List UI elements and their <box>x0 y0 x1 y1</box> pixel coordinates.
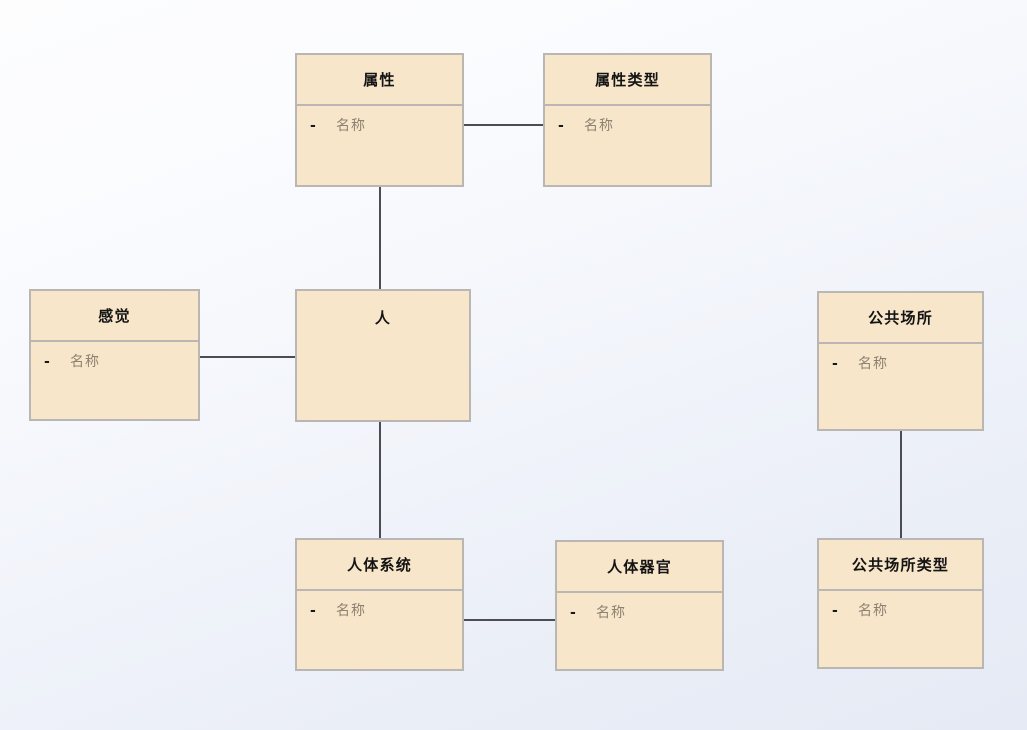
class-box-attribute[interactable]: 属性 - 名称 <box>295 53 464 187</box>
attribute-row: - 名称 <box>31 354 198 372</box>
attribute-list: - 名称 <box>31 342 198 372</box>
attribute-row: - 名称 <box>545 118 710 136</box>
attribute-name: 名称 <box>596 605 626 621</box>
visibility-marker: - <box>44 354 50 370</box>
attribute-name: 名称 <box>584 118 614 134</box>
class-title: 人 <box>374 309 392 327</box>
class-title: 感觉 <box>31 291 198 342</box>
class-title: 公共场所 <box>819 293 982 344</box>
association-attribute-to-person[interactable] <box>379 186 381 290</box>
attribute-row: - 名称 <box>297 603 462 621</box>
attribute-list: - 名称 <box>557 593 722 623</box>
attribute-list: - 名称 <box>819 344 982 374</box>
visibility-marker: - <box>310 603 316 619</box>
visibility-marker: - <box>832 356 838 372</box>
association-person-to-bodysystem[interactable] <box>379 421 381 539</box>
association-bodysystem-to-bodyorgan[interactable] <box>463 619 556 621</box>
class-box-public-place[interactable]: 公共场所 - 名称 <box>817 291 984 431</box>
class-box-sense[interactable]: 感觉 - 名称 <box>29 289 200 421</box>
attribute-list: - 名称 <box>297 106 462 136</box>
attribute-row: - 名称 <box>819 603 982 621</box>
class-box-attribute-type[interactable]: 属性类型 - 名称 <box>543 53 712 187</box>
class-title: 属性类型 <box>545 55 710 106</box>
attribute-name: 名称 <box>858 356 888 372</box>
attribute-row: - 名称 <box>819 356 982 374</box>
visibility-marker: - <box>558 118 564 134</box>
class-title: 属性 <box>297 55 462 106</box>
class-title: 公共场所类型 <box>819 540 982 591</box>
class-box-body-organ[interactable]: 人体器官 - 名称 <box>555 540 724 671</box>
visibility-marker: - <box>832 603 838 619</box>
attribute-name: 名称 <box>858 603 888 619</box>
class-box-public-place-type[interactable]: 公共场所类型 - 名称 <box>817 538 984 669</box>
attribute-name: 名称 <box>70 354 100 370</box>
association-sense-to-person[interactable] <box>199 356 296 358</box>
class-box-body-system[interactable]: 人体系统 - 名称 <box>295 538 464 671</box>
attribute-row: - 名称 <box>297 118 462 136</box>
association-attribute-to-attributetype[interactable] <box>463 124 544 126</box>
visibility-marker: - <box>310 118 316 134</box>
attribute-row: - 名称 <box>557 605 722 623</box>
attribute-name: 名称 <box>336 118 366 134</box>
association-publicplace-to-publicplacetype[interactable] <box>900 430 902 539</box>
class-title: 人体器官 <box>557 542 722 593</box>
attribute-list: - 名称 <box>297 591 462 621</box>
attribute-name: 名称 <box>336 603 366 619</box>
visibility-marker: - <box>570 605 576 621</box>
class-title: 人体系统 <box>297 540 462 591</box>
attribute-list: - 名称 <box>819 591 982 621</box>
attribute-list: - 名称 <box>545 106 710 136</box>
class-box-person[interactable]: 人 <box>295 289 471 422</box>
